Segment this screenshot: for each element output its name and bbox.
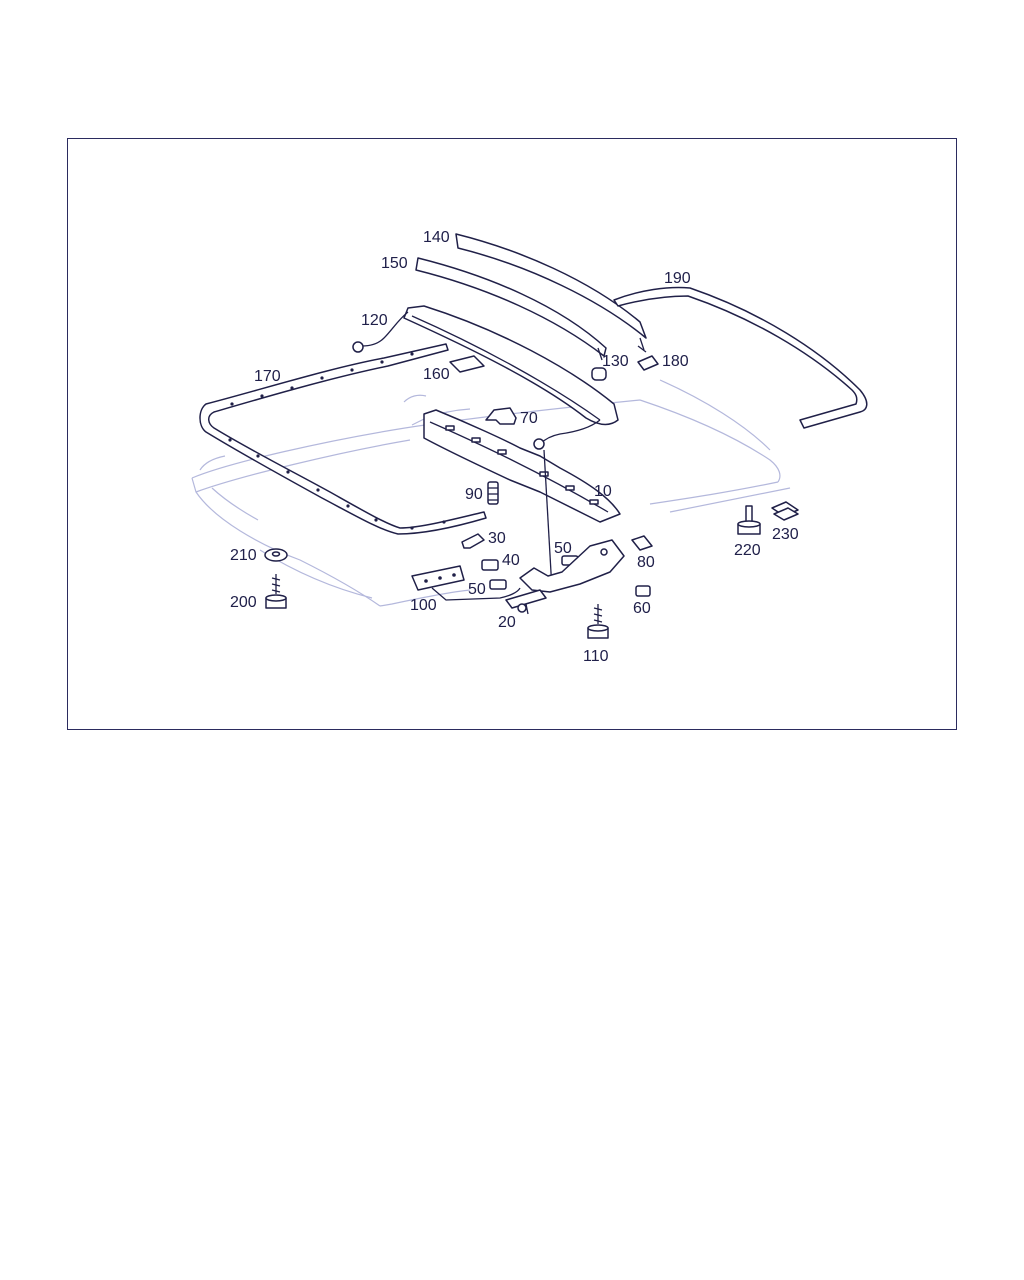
part-mounting-plate <box>411 565 521 601</box>
callout-100: 100 <box>410 597 437 614</box>
part-clip <box>637 355 659 371</box>
part-screw-200 <box>265 574 287 609</box>
callout-80: 80 <box>637 554 655 571</box>
callout-130: 130 <box>602 353 629 370</box>
callout-190: 190 <box>664 270 691 287</box>
part-wind-deflector-frame <box>352 305 619 450</box>
callout-120: 120 <box>361 312 388 329</box>
part-bracket <box>485 407 517 425</box>
part-slider <box>481 559 499 571</box>
seal-holes <box>228 352 446 530</box>
part-screw-220 <box>737 505 761 535</box>
callout-170: 170 <box>254 368 281 385</box>
part-spring <box>487 481 499 505</box>
callout-10: 10 <box>594 483 612 500</box>
callout-60: 60 <box>633 600 651 617</box>
part-buffer <box>591 367 607 381</box>
callout-160: 160 <box>423 366 450 383</box>
part-front-seal-strip <box>455 233 647 353</box>
part-stop-80 <box>631 535 653 551</box>
callout-50-upper: 50 <box>554 540 572 557</box>
callout-90: 90 <box>465 486 483 503</box>
part-frame-seal <box>199 343 487 535</box>
callout-70: 70 <box>520 410 538 427</box>
callout-labels: 140 150 190 120 130 180 170 160 70 90 10… <box>230 229 799 665</box>
callout-230: 230 <box>772 526 799 543</box>
part-guide-rail <box>423 409 621 523</box>
part-lever-carriage <box>505 539 625 615</box>
link-line <box>543 449 553 591</box>
part-screw-110 <box>587 604 609 639</box>
part-washer <box>264 548 288 562</box>
part-nut-clip <box>771 501 799 521</box>
part-pad <box>449 355 485 373</box>
callout-140: 140 <box>423 229 450 246</box>
callout-40: 40 <box>502 552 520 569</box>
callout-180: 180 <box>662 353 689 370</box>
callout-50-lower: 50 <box>468 581 486 598</box>
part-deflector-strip <box>415 257 607 361</box>
part-slider-lower <box>489 579 507 590</box>
callout-200: 200 <box>230 594 257 611</box>
part-clamp <box>461 533 485 549</box>
callout-220: 220 <box>734 542 761 559</box>
callout-110: 110 <box>583 648 609 665</box>
callout-150: 150 <box>381 255 408 272</box>
callout-20: 20 <box>498 614 516 631</box>
callout-210: 210 <box>230 547 257 564</box>
part-rear-seal <box>613 286 868 429</box>
callout-30: 30 <box>488 530 506 547</box>
part-stop-60 <box>635 585 651 597</box>
